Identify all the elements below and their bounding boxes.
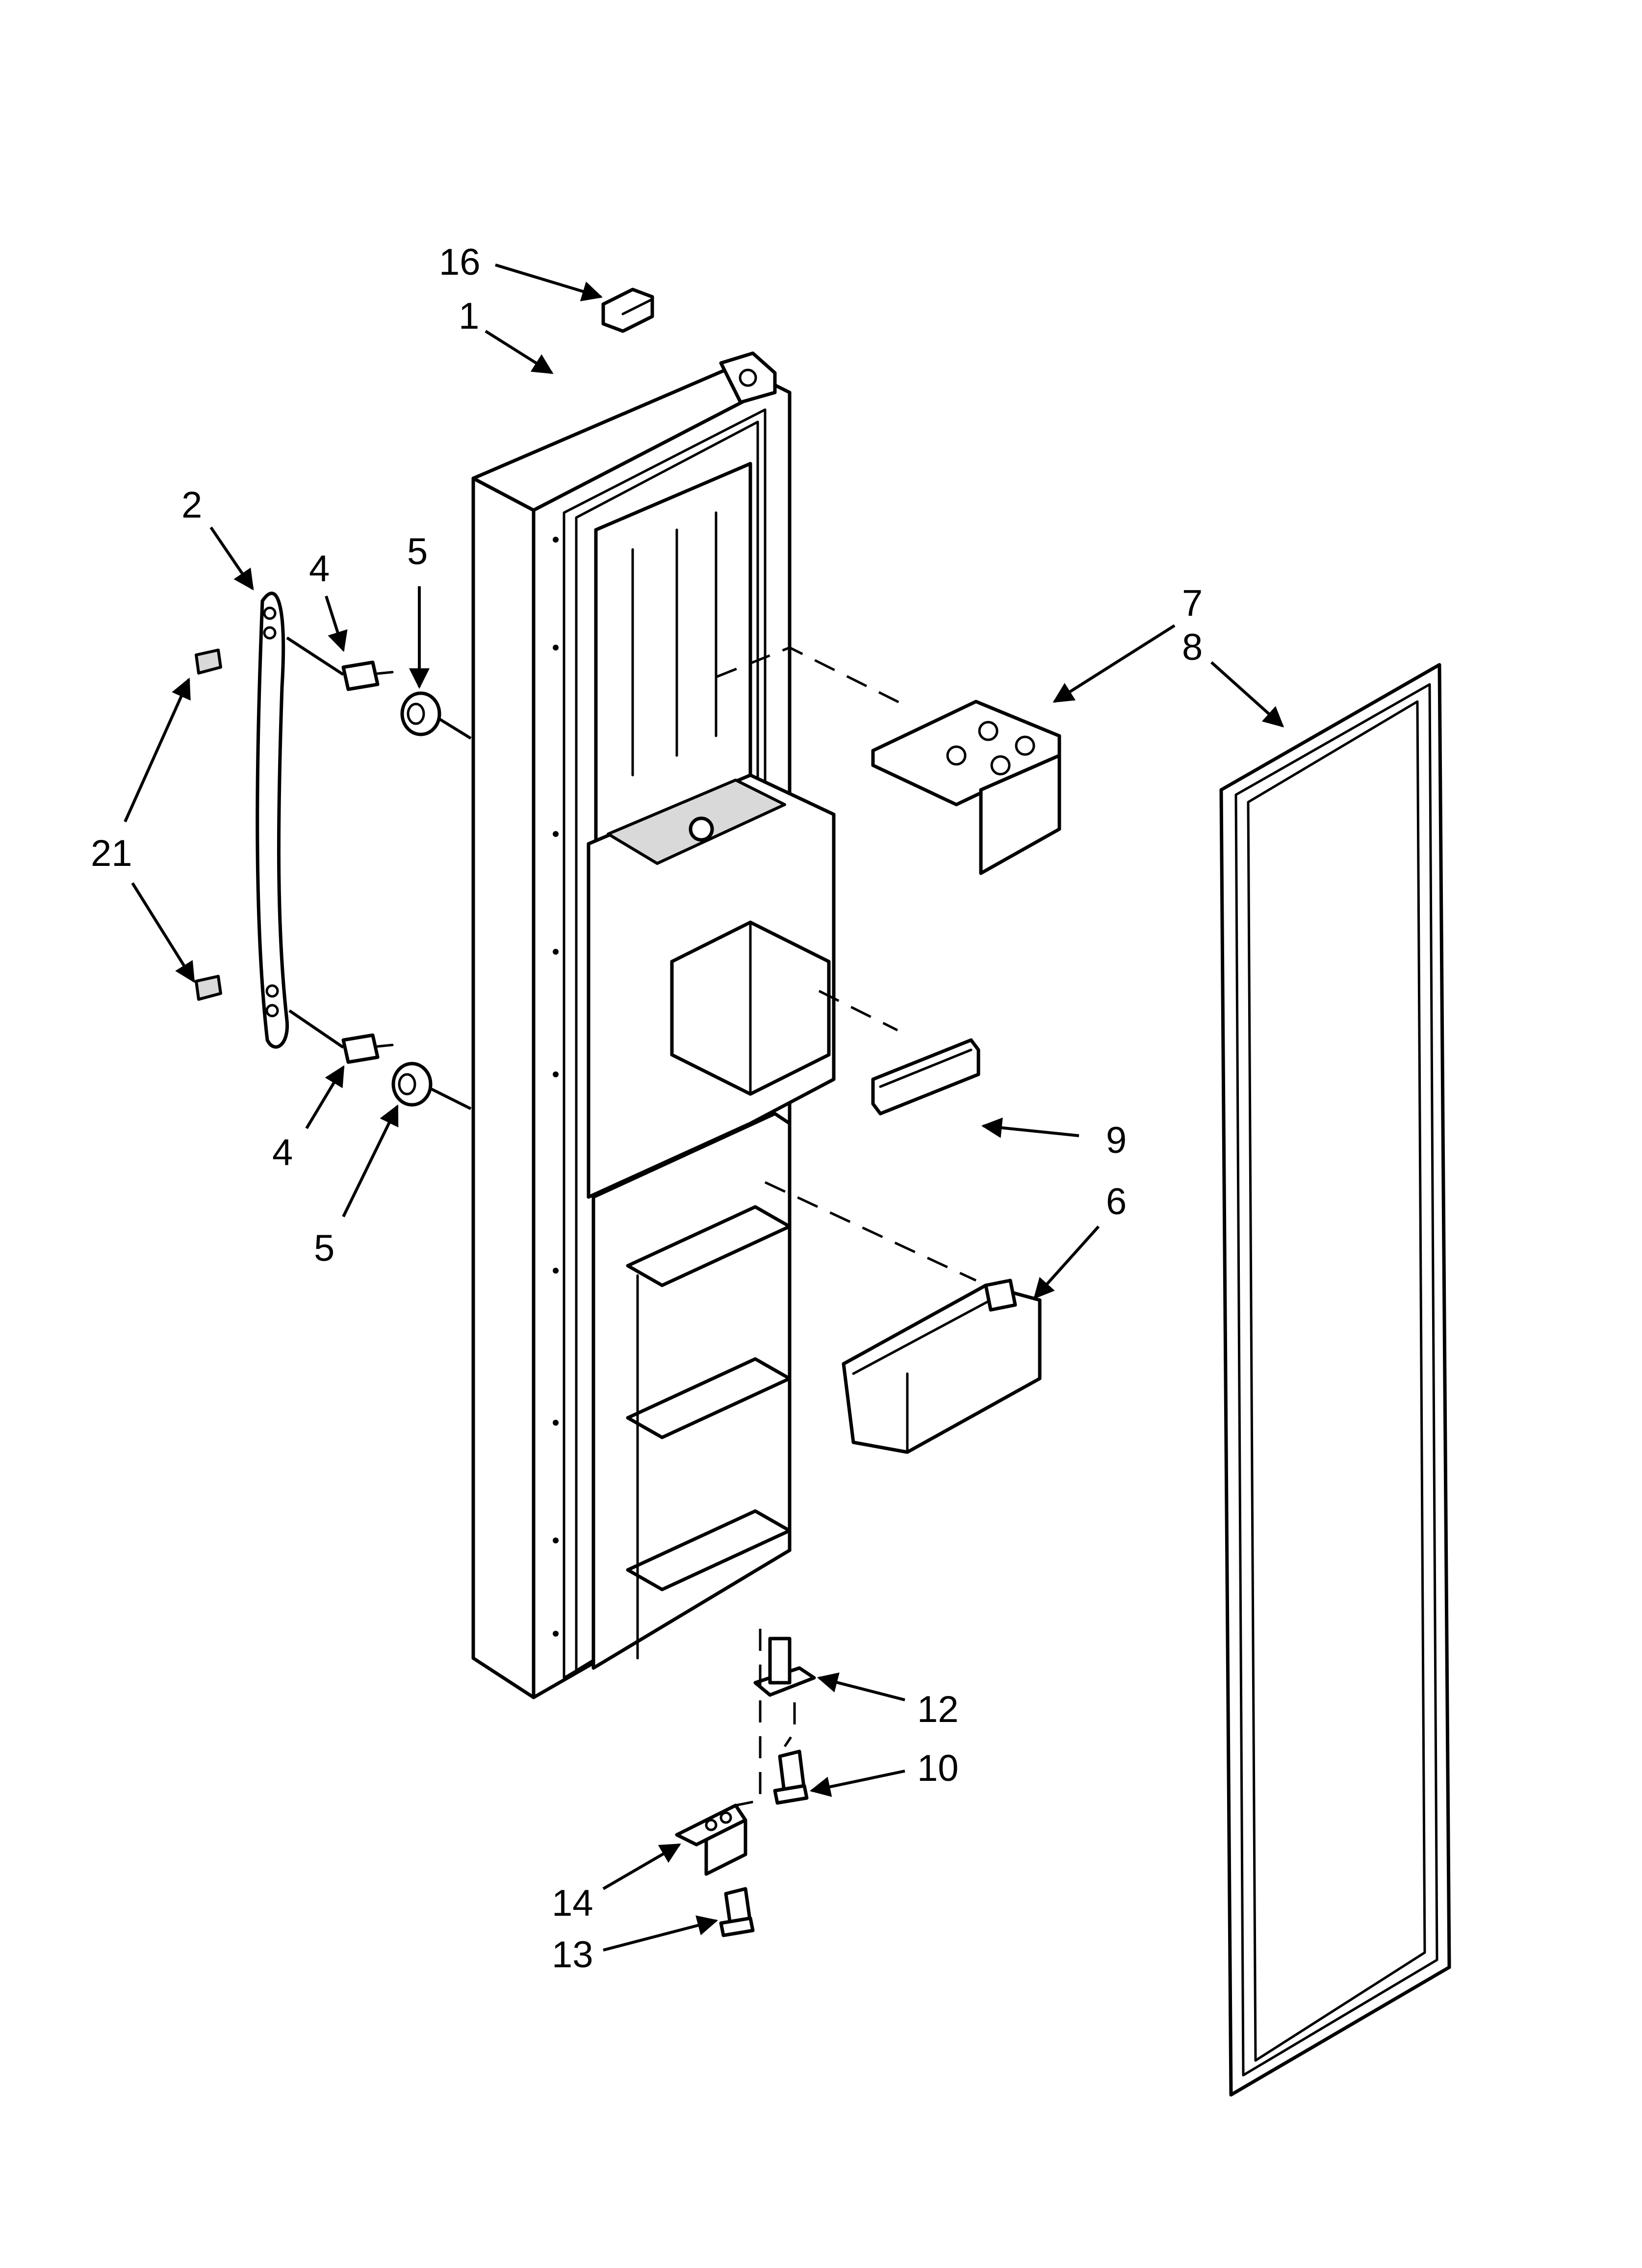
- part-21-set-screws: [195, 649, 222, 1001]
- part-4-screws: [341, 660, 394, 1064]
- callout-8: 8: [1182, 626, 1203, 668]
- part-9-channel: [871, 1038, 980, 1116]
- callout-21: 21: [91, 833, 132, 874]
- part-16-hinge-cover: [601, 287, 654, 333]
- door-assembly: [471, 351, 836, 1699]
- callout-5-upper: 5: [407, 531, 428, 573]
- part-6-door-bin: [842, 1278, 1042, 1454]
- callout-9: 9: [1106, 1120, 1127, 1161]
- door-screw-holes: [553, 537, 559, 1637]
- callout-13: 13: [552, 1934, 593, 1976]
- callout-leaders: [124, 263, 1284, 1952]
- callout-4-lower: 4: [272, 1132, 293, 1173]
- part-7-shield: [871, 700, 1061, 875]
- part-5-spacers: [391, 691, 441, 1107]
- part-14-hinge-bracket: [675, 1803, 747, 1876]
- callout-14: 14: [552, 1882, 593, 1924]
- callout-10: 10: [917, 1747, 959, 1789]
- part-8-gasket: [1219, 663, 1451, 2097]
- callout-2: 2: [181, 484, 202, 526]
- callout-1: 1: [459, 295, 479, 337]
- callout-6: 6: [1106, 1181, 1127, 1223]
- part-12-hinge-pin: [753, 1637, 816, 1697]
- callout-16: 16: [439, 241, 481, 283]
- callout-12: 12: [917, 1689, 959, 1730]
- part-2-handle: [256, 591, 289, 1049]
- callout-5-lower: 5: [314, 1227, 334, 1269]
- part-13-screw: [719, 1887, 755, 1937]
- callout-4-upper: 4: [309, 548, 330, 590]
- part-10-screw: [773, 1749, 809, 1805]
- callout-7: 7: [1182, 582, 1203, 624]
